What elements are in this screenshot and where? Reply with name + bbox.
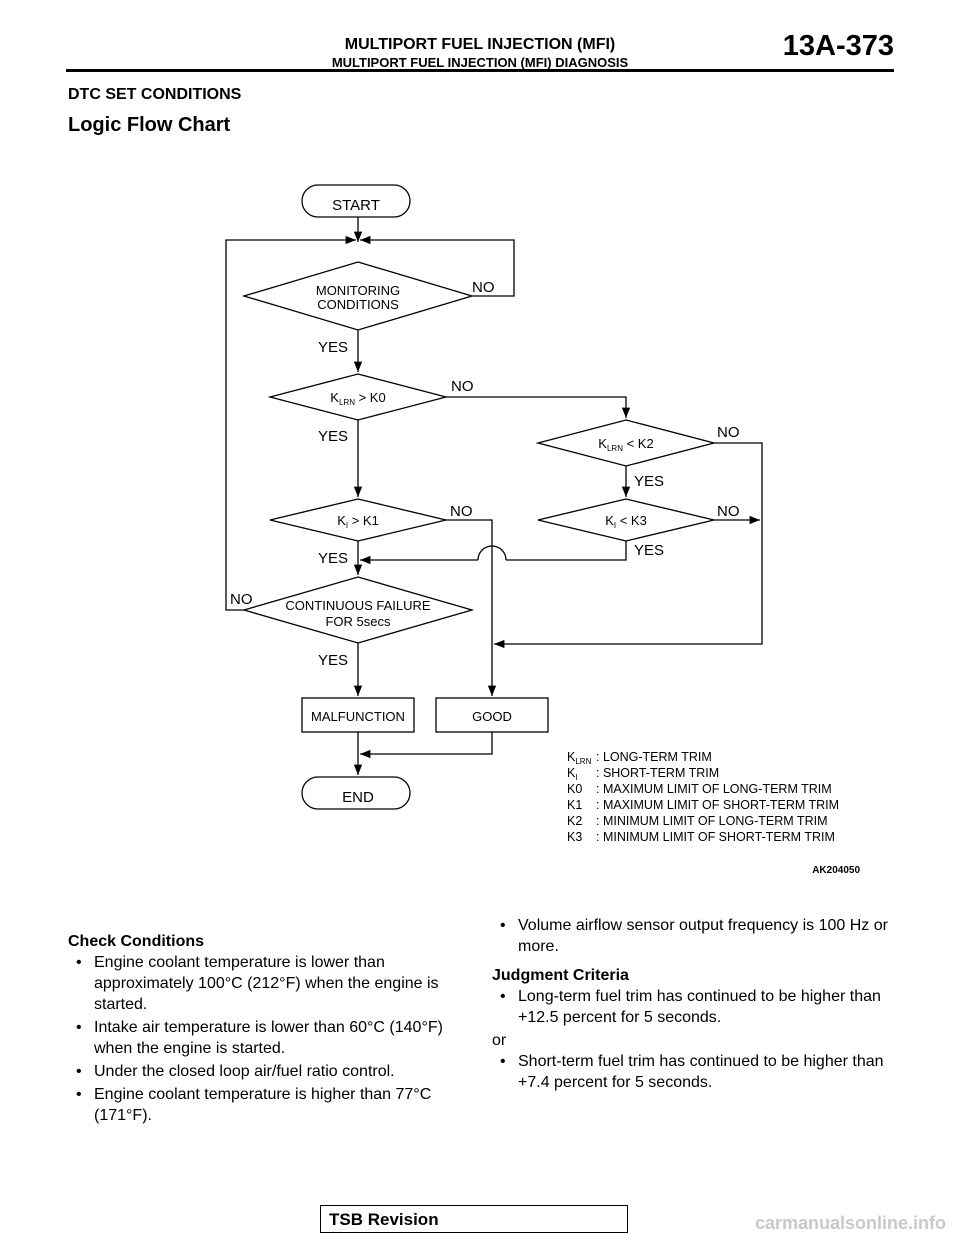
ki-lt-k3-label: KI < K3 [605,513,647,530]
start-label: START [332,197,380,214]
no-label-ki-k1: NO [450,503,473,520]
list-item: Volume airflow sensor output frequency i… [500,915,902,957]
yes-label-klrn-k0: YES [318,428,348,445]
judgment-criteria-heading: Judgment Criteria [492,967,629,984]
legend-text-3: : MAXIMUM LIMIT OF SHORT-TERM TRIM [596,798,839,812]
list-item: Intake air temperature is lower than 60°… [76,1017,478,1059]
no-label-continuous: NO [230,591,253,608]
yes-label-klrn-k2: YES [634,473,664,490]
logic-flow-chart: START MONITORING CONDITIONS KLRN > K0 KL… [225,184,860,876]
legend-text-4: : MINIMUM LIMIT OF LONG-TERM TRIM [596,814,827,828]
check-conditions-continued: Volume airflow sensor output frequency i… [492,915,902,957]
legend-text-2: : MAXIMUM LIMIT OF LONG-TERM TRIM [596,782,832,796]
watermark: carmanualsonline.info [754,1213,946,1233]
continuous-label-1: CONTINUOUS FAILURE [285,598,431,613]
legend-sym-3: K1 [567,798,582,812]
flowchart-legend: KLRN : LONG-TERM TRIM KI : SHORT-TERM TR… [567,750,839,844]
subsection-title: Logic Flow Chart [68,114,231,136]
yes-label-continuous: YES [318,652,348,669]
start-terminal [301,184,411,218]
judgment-criteria-list-2: Short-term fuel trim has continued to be… [492,1051,902,1093]
klrn-lt-k2-label: KLRN < K2 [598,436,653,453]
no-label-klrn-k2: NO [717,424,740,441]
no-label-monitoring: NO [472,279,495,296]
legend-sym-1: KI [567,766,578,782]
list-item: Engine coolant temperature is higher tha… [76,1084,478,1126]
yes-label-monitoring: YES [318,339,348,356]
header-rule [66,69,894,72]
ki-gt-k1-label: KI > K1 [337,513,379,530]
check-conditions-section: Check Conditions Engine coolant temperat… [68,931,478,1128]
tsb-revision-box: TSB Revision [320,1205,628,1233]
no-label-klrn-k0: NO [451,378,474,395]
malfunction-label: MALFUNCTION [311,709,405,724]
page-number: 13A-373 [782,30,894,62]
header-subtitle: MULTIPORT FUEL INJECTION (MFI) DIAGNOSIS [331,55,629,70]
monitoring-label-2: CONDITIONS [317,297,399,312]
good-label: GOOD [472,709,512,724]
list-item: Short-term fuel trim has continued to be… [500,1051,902,1093]
check-conditions-heading: Check Conditions [68,933,205,950]
end-label: END [342,789,374,806]
list-item: Long-term fuel trim has continued to be … [500,986,902,1028]
monitoring-label-1: MONITORING [316,283,400,298]
legend-text-0: : LONG-TERM TRIM [596,750,712,764]
legend-sym-5: K3 [567,830,582,844]
no-label-ki-k3: NO [717,503,740,520]
header-title: MULTIPORT FUEL INJECTION (MFI) [344,36,616,53]
or-text: or [492,1032,507,1049]
legend-sym-4: K2 [567,814,582,828]
check-conditions-list: Engine coolant temperature is lower than… [68,952,478,1126]
legend-sym-2: K0 [567,782,582,796]
tsb-revision-label: TSB Revision [329,1210,439,1229]
continuous-label-2: FOR 5secs [325,614,391,629]
legend-sym-0: KLRN [567,750,592,766]
list-item: Engine coolant temperature is lower than… [76,952,478,1015]
end-terminal [301,776,411,810]
klrn-gt-k0-label: KLRN > K0 [330,390,385,407]
judgment-criteria-list-1: Long-term fuel trim has continued to be … [492,986,902,1028]
yes-label-ki-k1: YES [318,550,348,567]
section-title: DTC SET CONDITIONS [68,86,242,103]
legend-text-1: : SHORT-TERM TRIM [596,766,719,780]
legend-text-5: : MINIMUM LIMIT OF SHORT-TERM TRIM [596,830,835,844]
right-column: Volume airflow sensor output frequency i… [492,915,902,1095]
figure-id: AK204050 [812,865,860,876]
list-item: Under the closed loop air/fuel ratio con… [76,1061,478,1082]
yes-label-ki-k3: YES [634,542,664,559]
